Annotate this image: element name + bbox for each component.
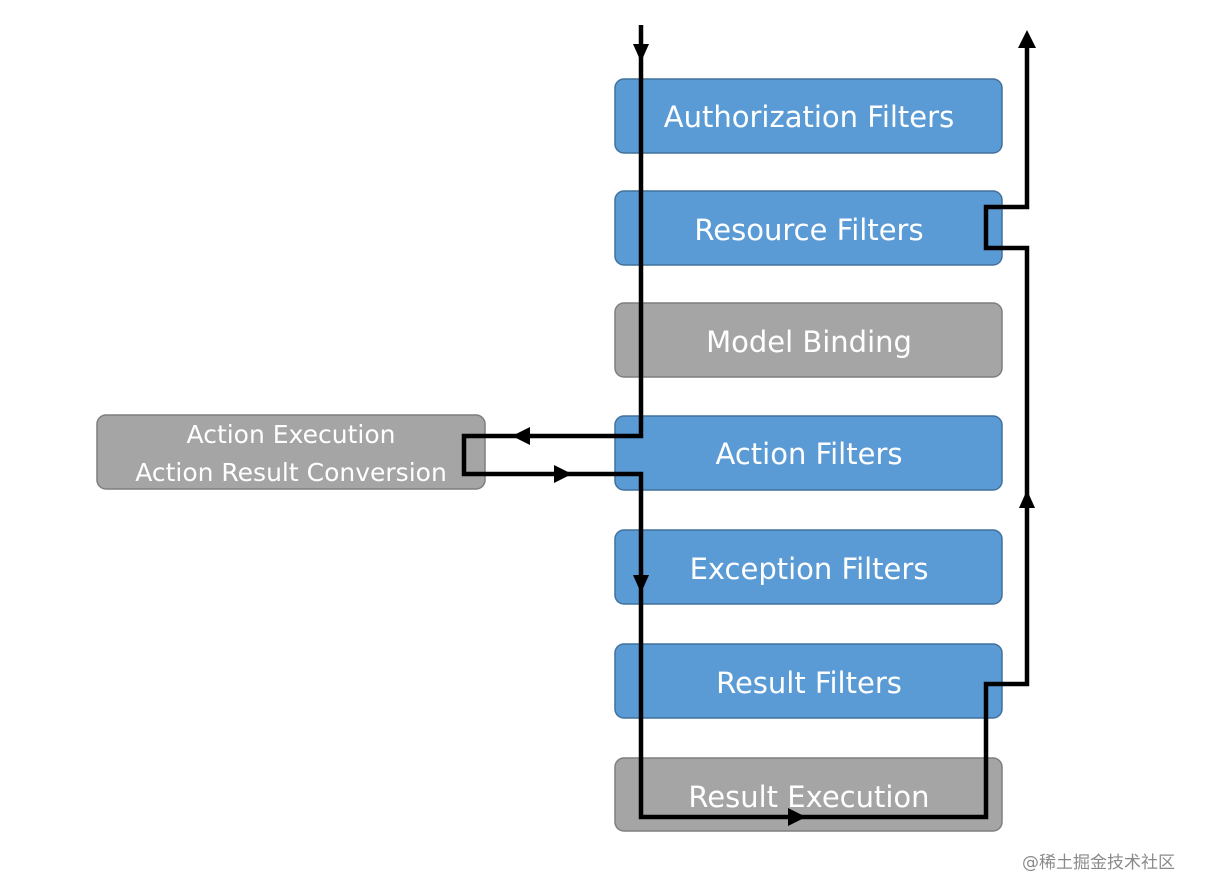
stage-resource-filters: Resource Filters: [614, 190, 1003, 266]
stage-model-binding: Model Binding: [614, 302, 1003, 378]
stage-result-filters: Result Filters: [614, 643, 1003, 719]
arrow-right-from-action-icon: [554, 465, 572, 483]
request-flow-line: [461, 25, 1030, 820]
stage-label: Result Filters: [716, 666, 902, 700]
stage-box: [614, 190, 1003, 266]
side-box: [96, 414, 486, 490]
stage-box: [614, 78, 1003, 154]
action-execution-box: Action Execution Action Result Conversio…: [96, 414, 486, 490]
watermark-text: @稀土掘金技术社区: [1022, 853, 1175, 873]
arrow-up-exit-icon: [1018, 30, 1036, 48]
arrow-down-exception-icon: [633, 575, 649, 593]
side-box-line-1: Action Execution: [187, 420, 396, 449]
stage-box: [614, 302, 1003, 378]
stage-label: Action Filters: [716, 437, 903, 471]
stage-label: Resource Filters: [694, 213, 923, 247]
stage-authorization-filters: Authorization Filters: [614, 78, 1003, 154]
stage-label: Exception Filters: [690, 552, 929, 586]
stage-box: [614, 529, 1003, 605]
stage-label: Model Binding: [706, 325, 912, 359]
stage-box: [614, 415, 1003, 491]
stage-label: Authorization Filters: [664, 100, 954, 134]
arrow-right-bottom-icon: [788, 808, 806, 826]
stage-result-execution: Result Execution: [614, 757, 1003, 832]
stage-box: [614, 643, 1003, 719]
stage-exception-filters: Exception Filters: [614, 529, 1003, 605]
arrow-up-return-icon: [1019, 490, 1035, 508]
arrow-left-to-action-icon: [512, 427, 530, 445]
arrow-down-entry-icon: [633, 44, 649, 62]
stage-label: Result Execution: [688, 780, 929, 814]
side-box-line-2: Action Result Conversion: [135, 458, 447, 487]
stage-action-filters: Action Filters: [614, 415, 1003, 491]
stage-box: [614, 757, 1003, 832]
